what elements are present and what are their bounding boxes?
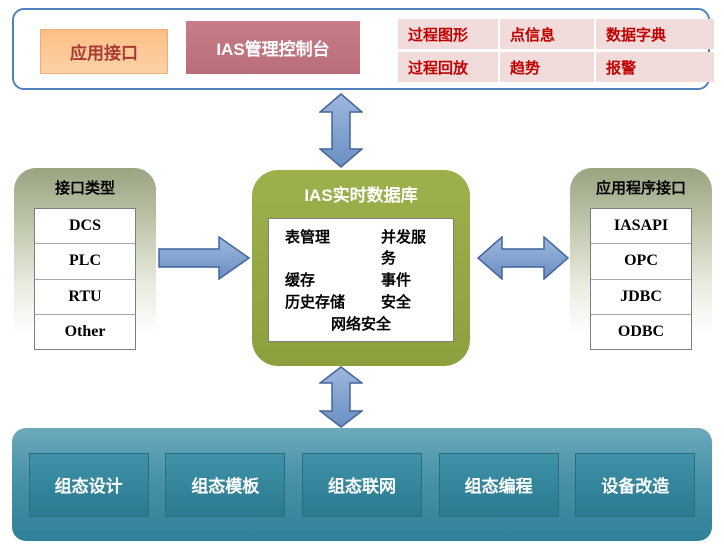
feature-row: 表管理 并发服务	[285, 226, 437, 268]
bottom-box-config-design: 组态设计	[28, 452, 149, 517]
grid-cell-process-graphics: 过程图形	[398, 19, 498, 49]
grid-cell-data-dictionary: 数据字典	[596, 19, 714, 49]
feature-row: 缓存 事件	[285, 269, 437, 290]
list-item-dcs: DCS	[35, 209, 135, 245]
list-item-odbc: ODBC	[617, 322, 665, 340]
feature-security: 安全	[381, 294, 412, 312]
application-api-panel: 应用程序接口 IASAPI OPC JDBC ODBC	[570, 168, 712, 370]
app-interface-box: 应用接口	[40, 29, 168, 74]
bottom-box-config-template: 组态模板	[165, 452, 286, 517]
feature-table-management: 表管理	[285, 228, 331, 246]
list-item-rtu: RTU	[35, 280, 135, 315]
ias-console-box: IAS管理控制台	[186, 21, 360, 74]
bottom-box-config-programming: 组态编程	[438, 452, 559, 517]
top-updown-arrow-icon	[319, 93, 363, 168]
equipment-retrofit-label: 设备改造	[601, 477, 670, 496]
config-programming-label: 组态编程	[464, 477, 533, 496]
grid-cell-point-info: 点信息	[500, 19, 594, 49]
interface-types-title: 接口类型	[54, 180, 115, 197]
interface-types-panel: 接口类型 DCS PLC RTU Other	[14, 168, 156, 370]
function-grid: 过程图形 点信息 数据字典 过程回放 趋势 报警	[398, 19, 714, 83]
app-interface-label: 应用接口	[70, 44, 138, 63]
list-item-jdbc: JDBC	[591, 280, 691, 315]
bottom-updown-arrow-icon	[319, 366, 363, 428]
right-arrow-icon	[158, 236, 250, 280]
config-design-label: 组态设计	[54, 477, 123, 496]
feature-network-security: 网络安全	[330, 316, 391, 334]
list-item-iasapi: IASAPI	[591, 209, 691, 245]
application-api-title: 应用程序接口	[595, 180, 686, 197]
ias-console-label: IAS管理控制台	[216, 40, 330, 59]
feature-cache: 缓存	[285, 271, 316, 289]
interface-types-list: DCS PLC RTU Other	[34, 208, 136, 350]
list-item-other: Other	[64, 322, 106, 340]
bottom-box-equipment-retrofit: 设备改造	[575, 452, 696, 517]
bottom-box-config-network: 组态联网	[301, 452, 422, 517]
list-item-opc: OPC	[591, 244, 691, 280]
config-template-label: 组态模板	[191, 477, 260, 496]
bottom-panel: 组态设计 组态模板 组态联网 组态编程 设备改造	[12, 428, 712, 541]
application-api-list: IASAPI OPC JDBC ODBC	[590, 208, 692, 350]
grid-cell-trend: 趋势	[500, 52, 594, 82]
grid-cell-process-playback: 过程回放	[398, 52, 498, 82]
database-feature-box: 表管理 并发服务 缓存 事件 历史存储 安全 网络安全	[268, 218, 454, 342]
grid-cell-alarm: 报警	[596, 52, 714, 82]
feature-row: 历史存储 安全	[285, 291, 437, 312]
config-network-label: 组态联网	[327, 477, 396, 496]
realtime-database-title: IAS实时数据库	[304, 186, 418, 205]
feature-concurrent-service: 并发服务	[381, 228, 427, 267]
top-panel: 应用接口 IAS管理控制台 过程图形 点信息 数据字典 过程回放 趋势 报警	[12, 8, 714, 90]
list-item-plc: PLC	[35, 244, 135, 280]
left-right-arrow-icon	[477, 236, 569, 280]
feature-history-storage: 历史存储	[285, 294, 346, 312]
feature-event: 事件	[381, 271, 412, 289]
realtime-database-panel: IAS实时数据库 表管理 并发服务 缓存 事件 历史存储 安全 网络安全	[252, 170, 470, 366]
